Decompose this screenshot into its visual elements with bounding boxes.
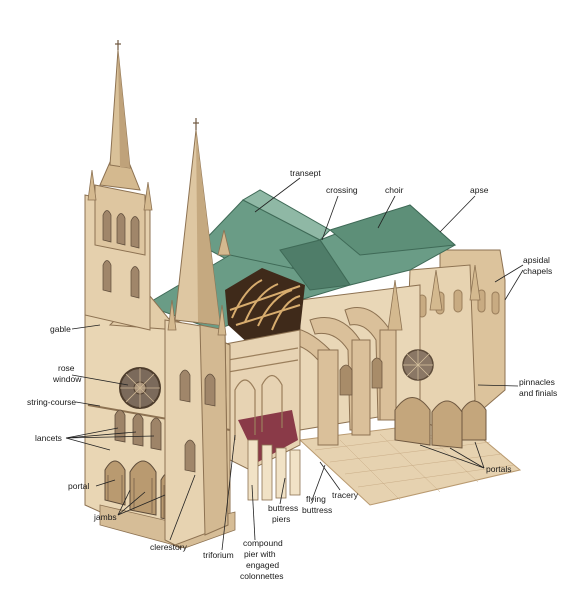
label-compound-pier-line4: colonnettes bbox=[240, 571, 283, 581]
south-tower-openings bbox=[179, 369, 216, 473]
label-crossing: crossing bbox=[326, 185, 358, 195]
label-flying-buttress-line2: buttress bbox=[302, 505, 332, 515]
compound-piers bbox=[247, 439, 301, 501]
label-pinnacles-line1: pinnacles bbox=[519, 377, 555, 387]
label-transept: transept bbox=[290, 168, 321, 178]
tracery-windows bbox=[339, 357, 383, 396]
nave-arcade bbox=[227, 347, 299, 440]
label-apse: apse bbox=[470, 185, 489, 195]
north-tower-openings bbox=[102, 210, 140, 299]
label-flying-buttress-line1: flying bbox=[306, 494, 326, 504]
label-buttress-piers-line2: piers bbox=[272, 514, 290, 524]
label-buttress-piers-line1: buttress bbox=[268, 503, 298, 513]
south-tower-pinnacles bbox=[167, 299, 227, 336]
crossing-roof bbox=[279, 239, 351, 291]
label-clerestory: clerestory bbox=[150, 542, 188, 552]
leader-lines bbox=[65, 177, 524, 551]
rose-window-spokes bbox=[120, 368, 160, 408]
north-spire-shade bbox=[118, 50, 130, 168]
lancets bbox=[114, 409, 162, 451]
labels: transept crossing choir apse apsidal cha… bbox=[27, 168, 557, 581]
label-triforium: triforium bbox=[203, 550, 234, 560]
cathedral-illustration bbox=[84, 40, 522, 549]
label-lancets: lancets bbox=[35, 433, 62, 443]
choir-roof-ridge bbox=[328, 204, 457, 256]
label-gable: gable bbox=[50, 324, 71, 334]
pinnacles-and-finials bbox=[217, 229, 481, 331]
south-tower-shade bbox=[199, 324, 229, 536]
label-apsidal-chapels-line2: chapels bbox=[523, 266, 552, 276]
flying-buttresses bbox=[274, 307, 397, 446]
label-rose-window-line1: rose bbox=[58, 363, 75, 373]
label-jambs: jambs bbox=[93, 512, 117, 522]
choir-rose-tracery bbox=[403, 350, 433, 380]
timber-trusses bbox=[229, 279, 301, 331]
label-compound-pier-line2: pier with bbox=[244, 549, 276, 559]
label-compound-pier-line1: compound bbox=[243, 538, 283, 548]
label-portal: portal bbox=[68, 481, 89, 491]
label-choir: choir bbox=[385, 185, 404, 195]
label-rose-window-line2: window bbox=[52, 374, 82, 384]
label-string-course: string-course bbox=[27, 397, 76, 407]
label-portals: portals bbox=[486, 464, 512, 474]
label-compound-pier-line3: engaged bbox=[246, 560, 279, 570]
roof-cutaway-opening bbox=[225, 268, 305, 345]
label-pinnacles-line2: and finials bbox=[519, 388, 557, 398]
label-tracery: tracery bbox=[332, 490, 359, 500]
label-apsidal-chapels-line1: apsidal bbox=[523, 255, 550, 265]
north-tower-pinnacles bbox=[87, 169, 153, 211]
transept-portals bbox=[394, 397, 487, 449]
south-spire-shade bbox=[196, 130, 220, 325]
